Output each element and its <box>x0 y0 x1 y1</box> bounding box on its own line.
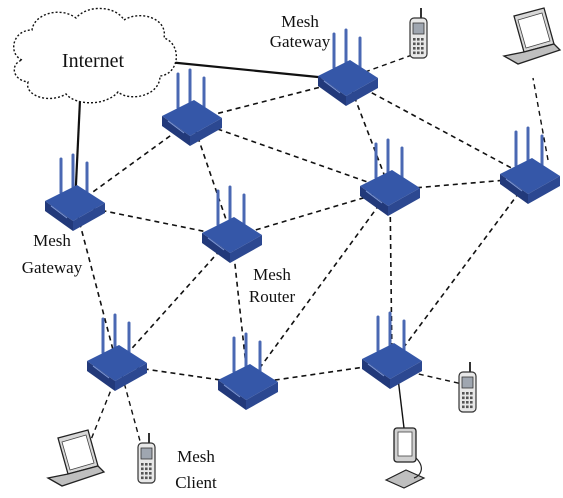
client-link <box>409 371 463 385</box>
cloud-icon <box>13 7 178 104</box>
cell-phone-icon <box>458 362 477 413</box>
desktop-computer-icon <box>384 427 426 489</box>
mesh-gateway-router-icon <box>45 153 105 231</box>
mesh-gateway-router-icon <box>318 28 378 106</box>
client-link <box>121 374 144 453</box>
router-icon <box>362 311 422 389</box>
top-gateway-label-line2: Gateway <box>270 32 331 51</box>
mesh-link <box>247 189 391 385</box>
links-layer <box>73 54 549 453</box>
mesh-router-icon <box>202 185 262 263</box>
cell-phone-icon <box>137 433 156 484</box>
router-icon <box>87 313 147 391</box>
router-label-line2: Router <box>249 287 296 306</box>
internet-cloud <box>13 7 178 104</box>
mesh-link <box>231 236 249 385</box>
mesh-link <box>74 204 118 366</box>
client-link <box>364 54 413 73</box>
client-label-line2: Client <box>175 473 217 492</box>
cell-phone-icon <box>409 8 428 59</box>
internet-label: Internet <box>62 50 125 72</box>
devices-layer <box>45 7 562 489</box>
left-gateway-label-line1: Mesh <box>33 231 71 250</box>
router-label-line1: Mesh <box>253 265 291 284</box>
router-icon <box>500 126 560 204</box>
mesh-link <box>116 236 233 366</box>
laptop-icon <box>46 429 106 487</box>
router-icon <box>360 138 420 216</box>
laptop-icon <box>502 7 562 65</box>
client-label-line1: Mesh <box>177 447 215 466</box>
mesh-link <box>347 79 531 179</box>
router-icon <box>218 332 278 410</box>
top-gateway-label-line1: Mesh <box>281 12 319 31</box>
wired-client-link <box>397 377 405 429</box>
client-link <box>532 77 549 161</box>
mesh-link <box>74 119 193 206</box>
left-gateway-label-line2: Gateway <box>22 258 83 277</box>
mesh-link <box>389 189 393 364</box>
router-icon <box>162 68 222 146</box>
mesh-link <box>391 177 531 364</box>
mesh-link <box>191 119 391 191</box>
